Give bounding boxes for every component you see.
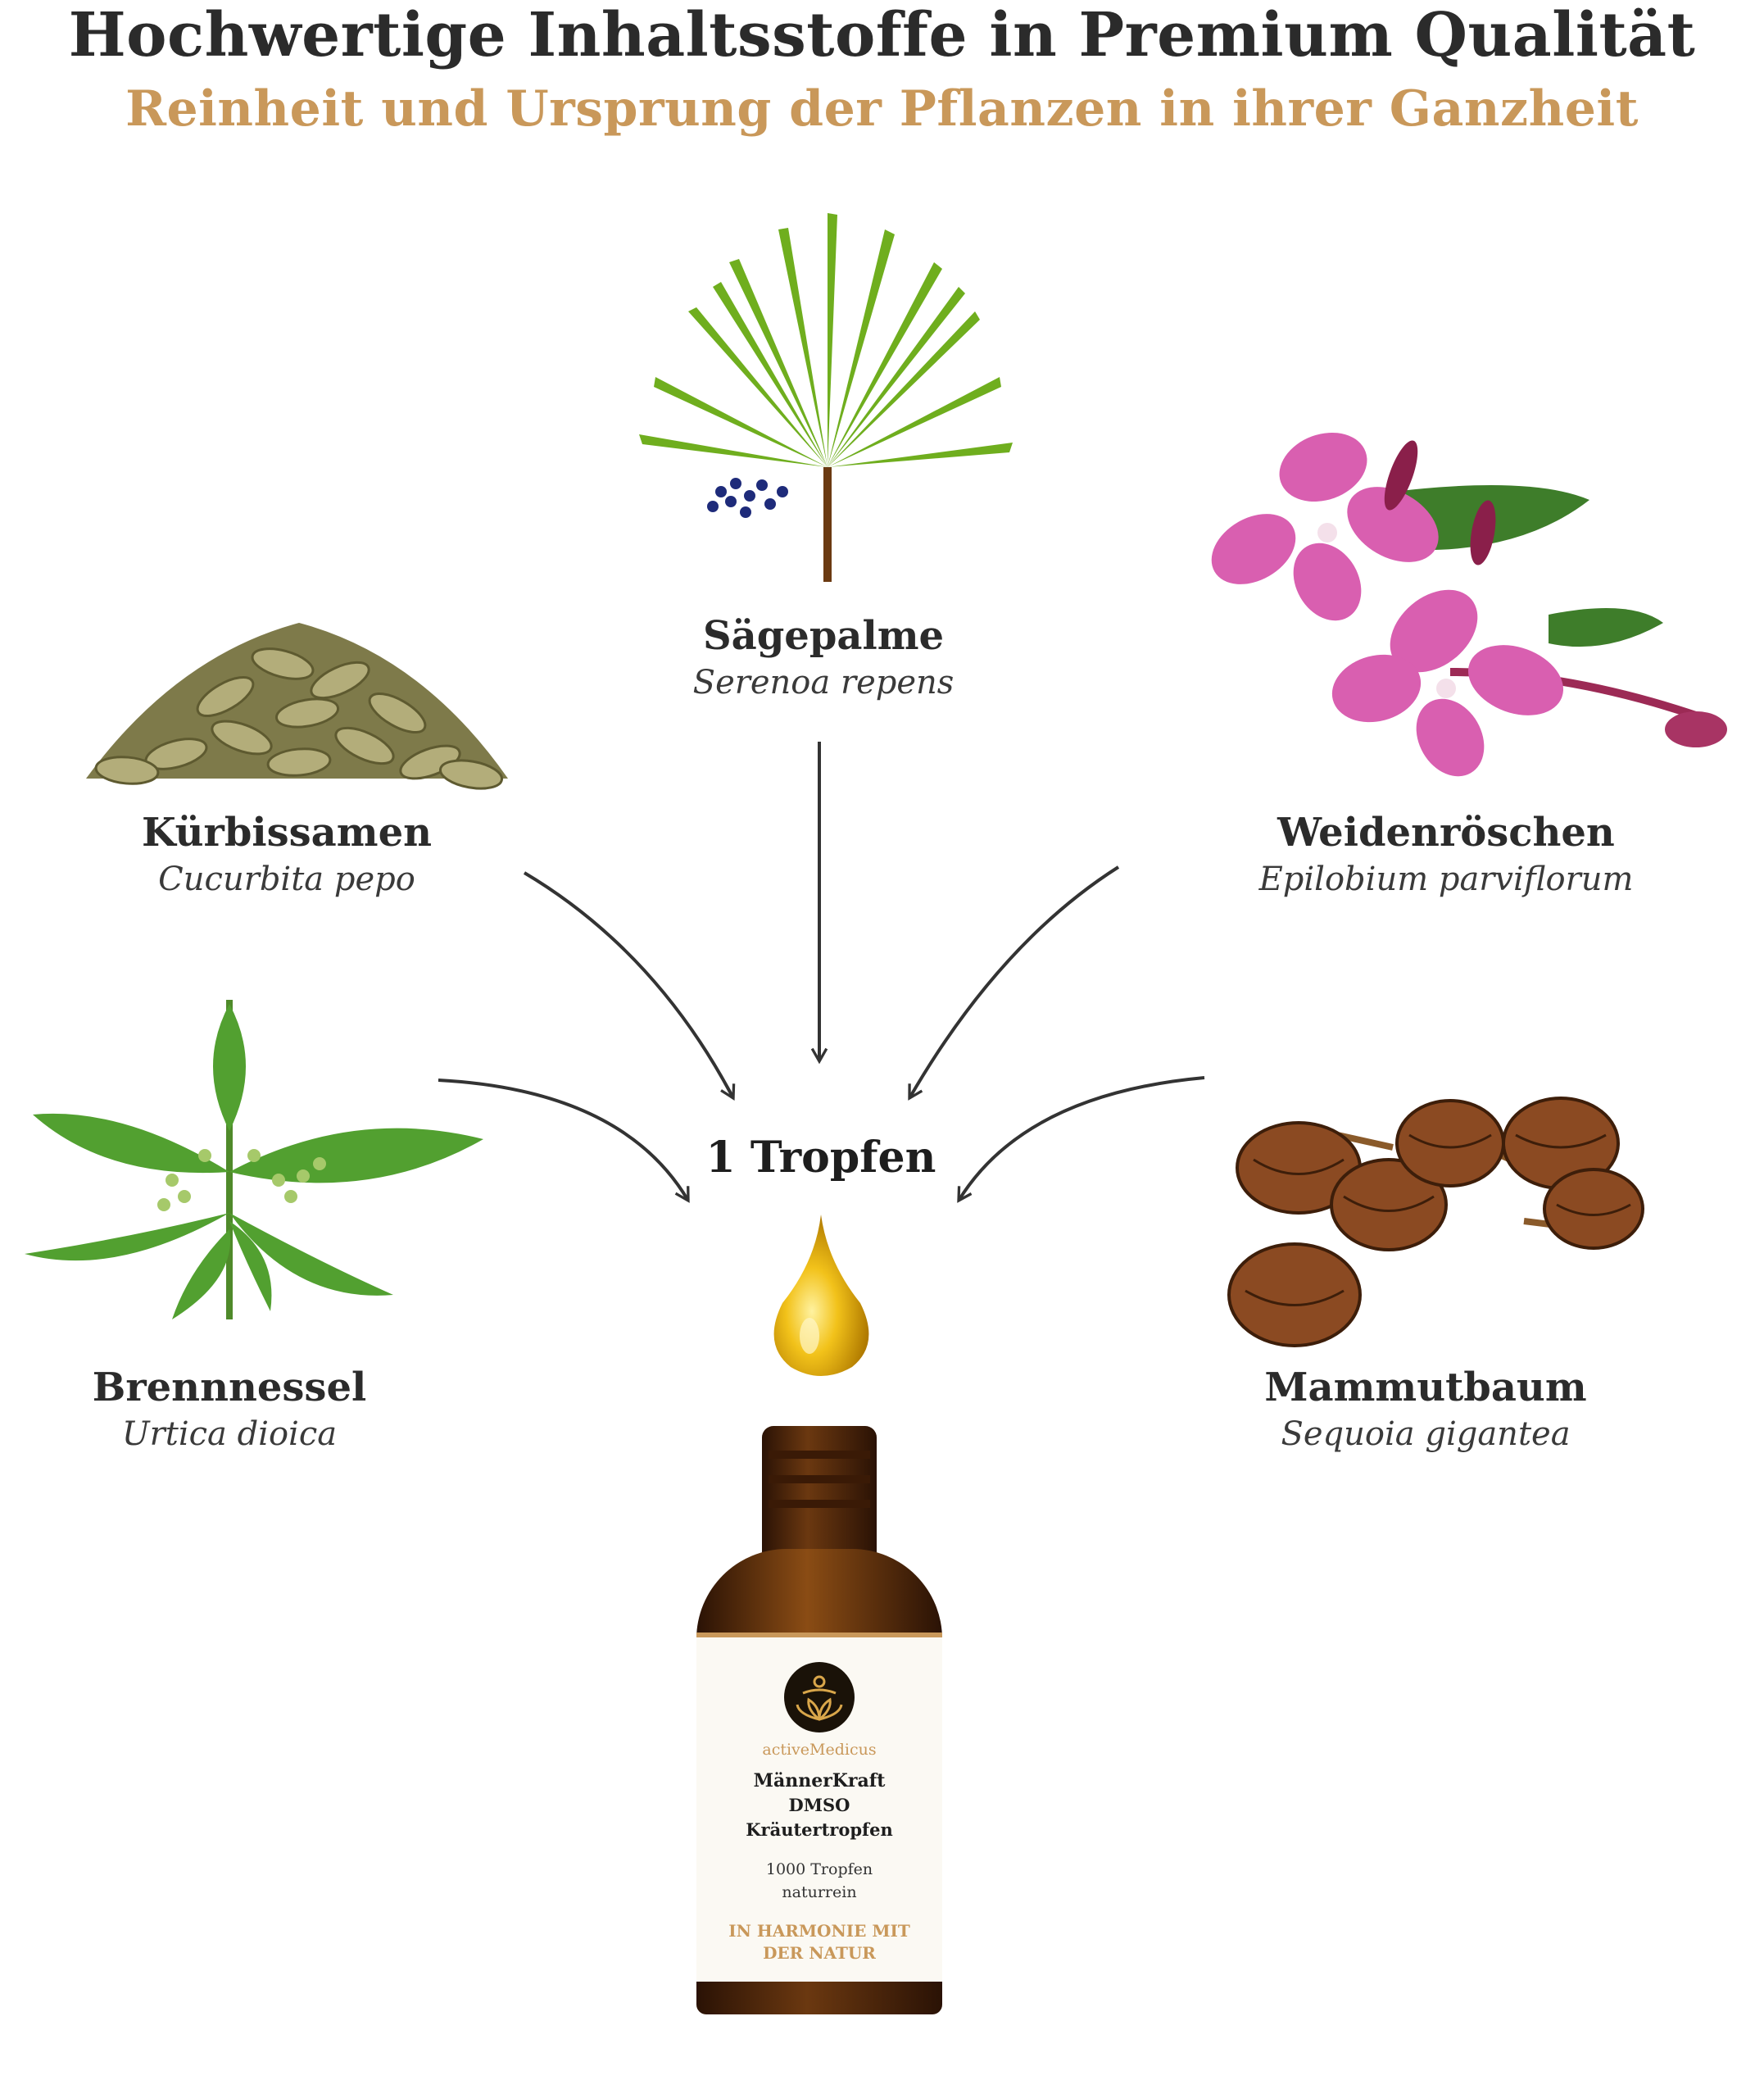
brand-logo-icon	[784, 1662, 855, 1732]
ingredient-latin-kuerbissamen: Cucurbita pepo	[158, 861, 415, 898]
product-bottle: activeMedicus MännerKraft DMSO Kräutertr…	[696, 1426, 942, 2016]
bottle-slogan-line2: DER NATUR	[763, 1943, 876, 1963]
arrow-upper-right	[908, 865, 1120, 1101]
ingredient-name-kuerbissamen: Kürbissamen	[141, 810, 433, 856]
pumpkin-seeds-icon	[86, 623, 508, 790]
arrow-lower-left	[438, 1079, 690, 1203]
saw-palmetto-leaf-icon	[639, 213, 1013, 582]
drop-label: 1 Tropfen	[705, 1133, 936, 1183]
willowherb-flower-icon	[1211, 432, 1727, 777]
bottle-quality: naturrein	[782, 1883, 857, 1901]
ingredient-latin-weidenroeschen: Epilobium parviflorum	[1258, 861, 1634, 898]
oil-drop-icon	[773, 1215, 869, 1376]
page-title: Hochwertige Inhaltsstoffe in Premium Qua…	[68, 0, 1696, 70]
nettle-plant-icon	[25, 1000, 483, 1319]
bottle-label: activeMedicus MännerKraft DMSO Kräutertr…	[696, 1633, 942, 1987]
bottle-brand: activeMedicus	[762, 1741, 877, 1759]
ingredient-latin-brennnessel: Urtica dioica	[121, 1415, 338, 1453]
arrow-lower-right	[957, 1076, 1205, 1203]
bottle-base	[696, 1982, 942, 2014]
ingredient-latin-saegepalme: Serenoa repens	[692, 664, 955, 702]
bottle-amount: 1000 Tropfen	[765, 1860, 873, 1878]
bottle-product-line2: DMSO	[788, 1795, 850, 1815]
ingredient-name-brennnessel: Brennnessel	[92, 1365, 367, 1410]
bottle-neck	[762, 1426, 877, 1557]
bottle-slogan-line1: IN HARMONIE MIT	[728, 1921, 910, 1941]
ingredient-latin-mammutbaum: Sequoia gigantea	[1281, 1415, 1571, 1453]
bottle-shoulder	[696, 1549, 942, 1639]
page-subtitle: Reinheit und Ursprung der Pflanzen in ih…	[125, 80, 1639, 138]
bottle-product-line1: MännerKraft	[753, 1770, 886, 1791]
ingredient-name-mammutbaum: Mammutbaum	[1264, 1365, 1587, 1410]
bottle-product-line3: Kräutertropfen	[746, 1819, 893, 1840]
ingredient-name-weidenroeschen: Weidenröschen	[1277, 810, 1615, 856]
arrow-upper-left	[523, 871, 736, 1101]
ingredient-name-saegepalme: Sägepalme	[702, 613, 945, 659]
sequoia-cones-icon	[1227, 1097, 1644, 1347]
